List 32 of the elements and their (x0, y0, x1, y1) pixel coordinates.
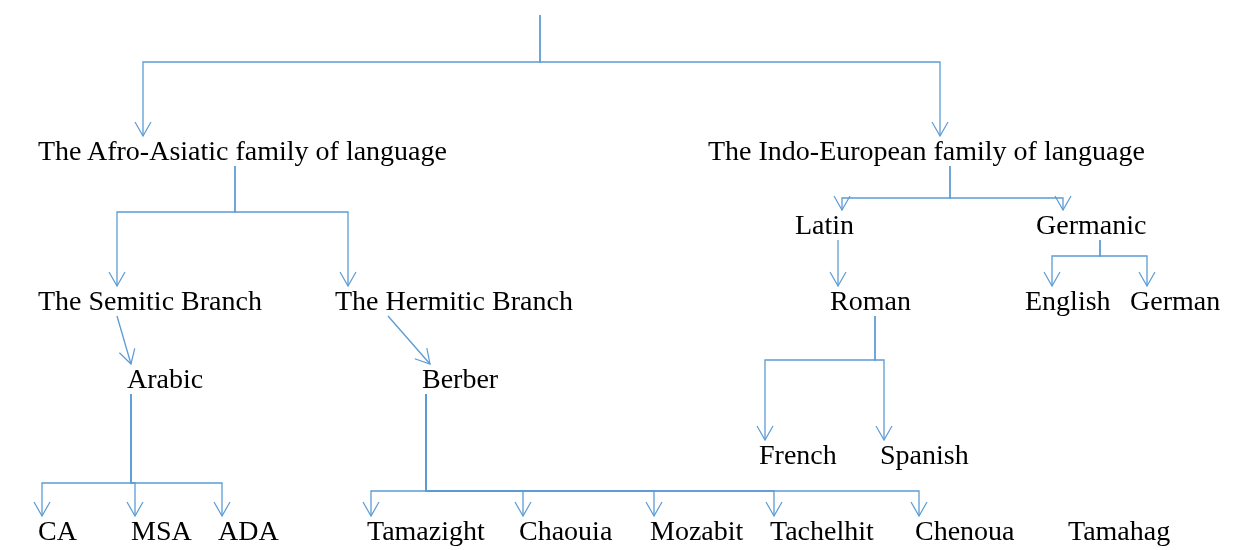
language-label: Berber (422, 364, 499, 394)
language-label: Chaouia (519, 516, 613, 546)
language-label: German (1130, 286, 1221, 316)
arrow (539, 14, 949, 137)
language-label: Latin (795, 210, 855, 240)
language-label: Roman (830, 286, 911, 316)
language-label: The Afro-Asiatic family of language (38, 136, 447, 166)
arrow (387, 315, 431, 365)
arrow (234, 165, 357, 287)
arrow (116, 315, 136, 365)
arrow (425, 393, 928, 517)
language-label: CA (38, 516, 77, 546)
language-label: MSA (131, 516, 192, 546)
language-label: Tamahag (1068, 516, 1171, 546)
arrow (949, 165, 1072, 211)
language-label: Tamazight (367, 516, 485, 546)
language-label: Tachelhit (770, 516, 874, 546)
language-label: Chenoua (915, 516, 1015, 546)
language-label: French (759, 440, 837, 470)
language-label: The Hermitic Branch (335, 286, 573, 316)
arrow (1099, 239, 1156, 287)
arrow (874, 315, 893, 441)
language-label: The Semitic Branch (38, 286, 262, 316)
language-label: English (1025, 286, 1111, 316)
language-label: Arabic (127, 364, 204, 394)
arrow (130, 393, 231, 517)
language-label: Mozabit (650, 516, 744, 546)
language-label: The Indo-European family of language (708, 136, 1145, 166)
language-label: Germanic (1036, 210, 1147, 240)
language-label: Spanish (880, 440, 969, 470)
language-label: ADA (218, 516, 279, 546)
arrow (829, 239, 847, 287)
